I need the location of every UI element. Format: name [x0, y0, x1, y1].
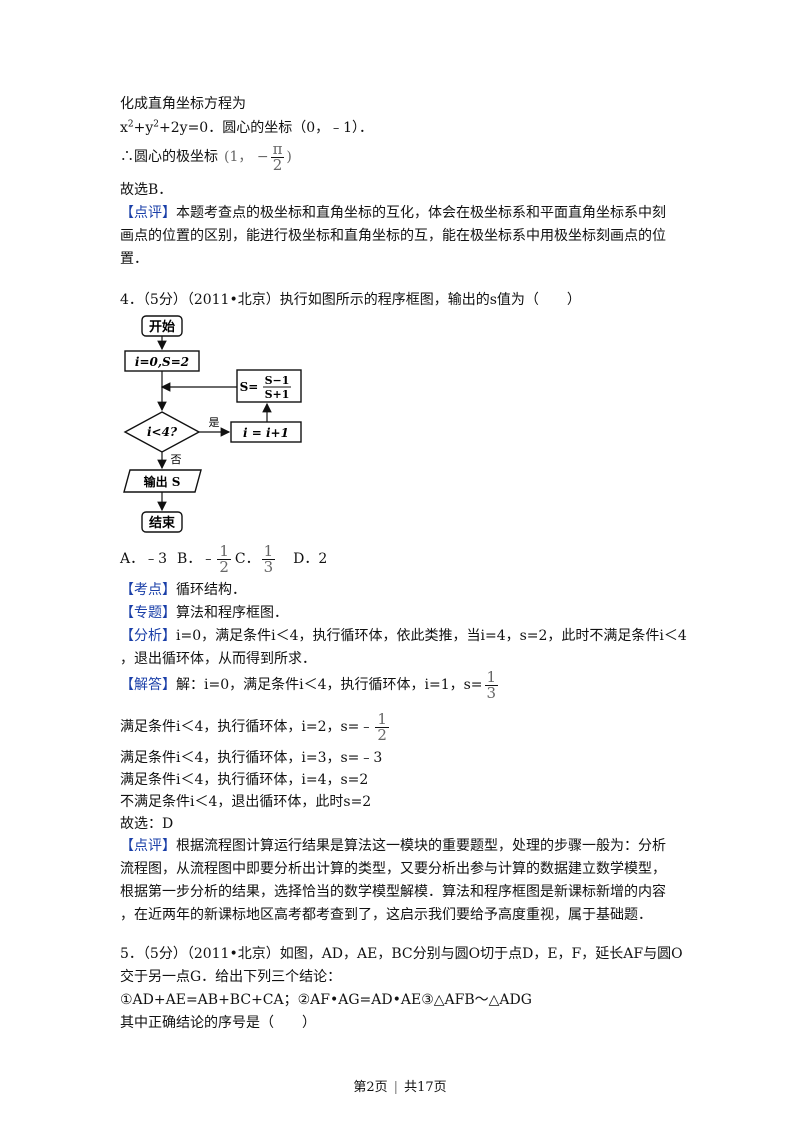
kaodian-text: 循环结构． [176, 582, 246, 598]
page-total: 共17页 [404, 1080, 447, 1095]
output-box [123, 469, 202, 493]
denominator: 2 [272, 155, 283, 174]
increment-label: i = i+1 [243, 426, 289, 440]
paren-close: ) [286, 149, 292, 165]
zhuanti-text: 算法和程序框图． [176, 605, 288, 621]
review-line: 【点评】根据流程图计算运行结果是算法这一模块的重要题型，处理的步骤一般为：分析 [120, 836, 666, 856]
increment-box [230, 421, 302, 443]
end-label: 结束 [149, 515, 176, 531]
init-label: i=0,S=2 [135, 355, 189, 369]
no-label: 否 [171, 453, 182, 466]
step-text: 满足条件i＜4，执行循环体，i=2，s=﹣ [120, 719, 374, 735]
exponent: 2 [127, 119, 134, 130]
numerator: 1 [261, 541, 276, 560]
numerator: 1 [217, 541, 231, 560]
review-text: 本题考查点的极坐标和直角坐标的互化，体会在极坐标系和平面直角坐标系中刻 [176, 205, 666, 221]
text-line: ，退出循环体，从而得到所求． [120, 651, 316, 667]
fenxi-tag: 【分析】 [120, 628, 176, 644]
eq-part: +2y=0．圆心的坐标（0，﹣1）． [159, 120, 374, 136]
denominator: 3 [486, 683, 497, 702]
condition-label: i<4? [147, 425, 178, 439]
denominator: 3 [263, 557, 274, 576]
text-line: 置． [120, 251, 148, 267]
text-line: ，在近两年的新课标地区高考都考查到了，这启示我们要给予高度重视，属于基础题． [120, 907, 652, 923]
option-d: D．2 [293, 551, 328, 567]
assign-numerator: S−1 [265, 374, 290, 387]
kaodian-tag: 【考点】 [120, 582, 176, 598]
end-box [141, 511, 183, 533]
step-line: 满足条件i＜4，执行循环体，i=4，s=2 [120, 772, 369, 788]
jieda-tag: 【解答】 [120, 677, 176, 693]
text-line: ①AD+AE=AB+BC+CA；②AF•AG=AD•AE③△AFB～△ADG [120, 992, 532, 1008]
start-label: 开始 [149, 319, 175, 335]
review-line: 【点评】本题考查点的极坐标和直角坐标的互化，体会在极坐标系和平面直角坐标系中刻 [120, 203, 666, 223]
option-c-prefix: C． [234, 551, 260, 567]
jieda-text: 解：i=0，满足条件i＜4，执行循环体，i=1，s= [176, 677, 483, 693]
answer-line: 故选：D [120, 816, 174, 832]
paren-open: (1， − [224, 149, 269, 165]
denominator: 2 [377, 725, 387, 744]
text: ∴圆心的极坐标 [120, 149, 218, 165]
review-text: 根据流程图计算运行结果是算法这一模块的重要题型，处理的步骤一般为：分析 [176, 838, 666, 854]
kaodian-line: 【考点】循环结构． [120, 580, 246, 600]
numerator: π [270, 139, 285, 158]
text-line: 故选B． [120, 182, 173, 198]
exponent: 2 [153, 119, 160, 130]
numerator: 1 [484, 667, 499, 686]
zhuanti-tag: 【专题】 [120, 605, 176, 621]
question-4-title: 4．（5分）（2011•北京）执行如图所示的程序框图，输出的s值为（ ） [120, 292, 581, 308]
review-tag: 【点评】 [120, 838, 176, 854]
option-b-prefix: B．﹣ [177, 551, 216, 567]
text-line: 流程图，从流程图中即要分析出计算的类型，又要分析出参与计算的数据建立数学模型， [120, 861, 666, 877]
text-line: 交于另一点G．给出下列三个结论： [120, 969, 342, 985]
denominator: 2 [219, 557, 229, 576]
text-line: 画点的位置的区别，能进行极坐标和直角坐标的互，能在极坐标系中用极坐标刻画点的位 [120, 228, 666, 244]
assign-box [236, 369, 302, 403]
question-5-title: 5．（5分）（2011•北京）如图，AD，AE，BC分别与圆O切于点D，E，F，… [120, 946, 683, 962]
review-tag: 【点评】 [120, 205, 176, 221]
zhuanti-line: 【专题】算法和程序框图． [120, 603, 288, 623]
text-line: 其中正确结论的序号是（ ） [120, 1015, 316, 1031]
yes-label: 是 [209, 416, 220, 429]
flowchart: 开始 i=0,S=2 S= S−1 S+1 i<4? 是 i = i+1 否 输… [123, 315, 302, 533]
step-line: 满足条件i＜4，执行循环体，i=3，s=﹣3 [120, 750, 383, 766]
page-number: 第2页 [353, 1080, 388, 1095]
text-line: 化成直角坐标方程为 [120, 96, 246, 112]
numerator: 1 [375, 709, 389, 728]
output-label: 输出 S [144, 474, 181, 489]
text-line: 根据第一步分析的结果，选择恰当的数学模型解模．算法和程序框图是新课标新增的内容 [120, 884, 666, 900]
equation-line: x2+y2+2y=0．圆心的坐标（0，﹣1）． [120, 118, 373, 138]
assign-denominator: S+1 [265, 388, 290, 401]
fenxi-text: i=0，满足条件i＜4，执行循环体，依此类推，当i=4，s=2，此时不满足条件i… [176, 628, 687, 644]
eq-part: x [120, 120, 128, 136]
fenxi-line: 【分析】i=0，满足条件i＜4，执行循环体，依此类推，当i=4，s=2，此时不满… [120, 626, 687, 646]
page-footer: 第2页 | 共17页 [0, 1076, 800, 1095]
option-a: A．﹣3 [120, 551, 168, 567]
eq-part: +y [133, 120, 154, 136]
assign-prefix: S= [240, 380, 259, 394]
footer-separator: | [393, 1080, 399, 1095]
step-line: 不满足条件i＜4，退出循环体，此时s=2 [120, 794, 372, 810]
